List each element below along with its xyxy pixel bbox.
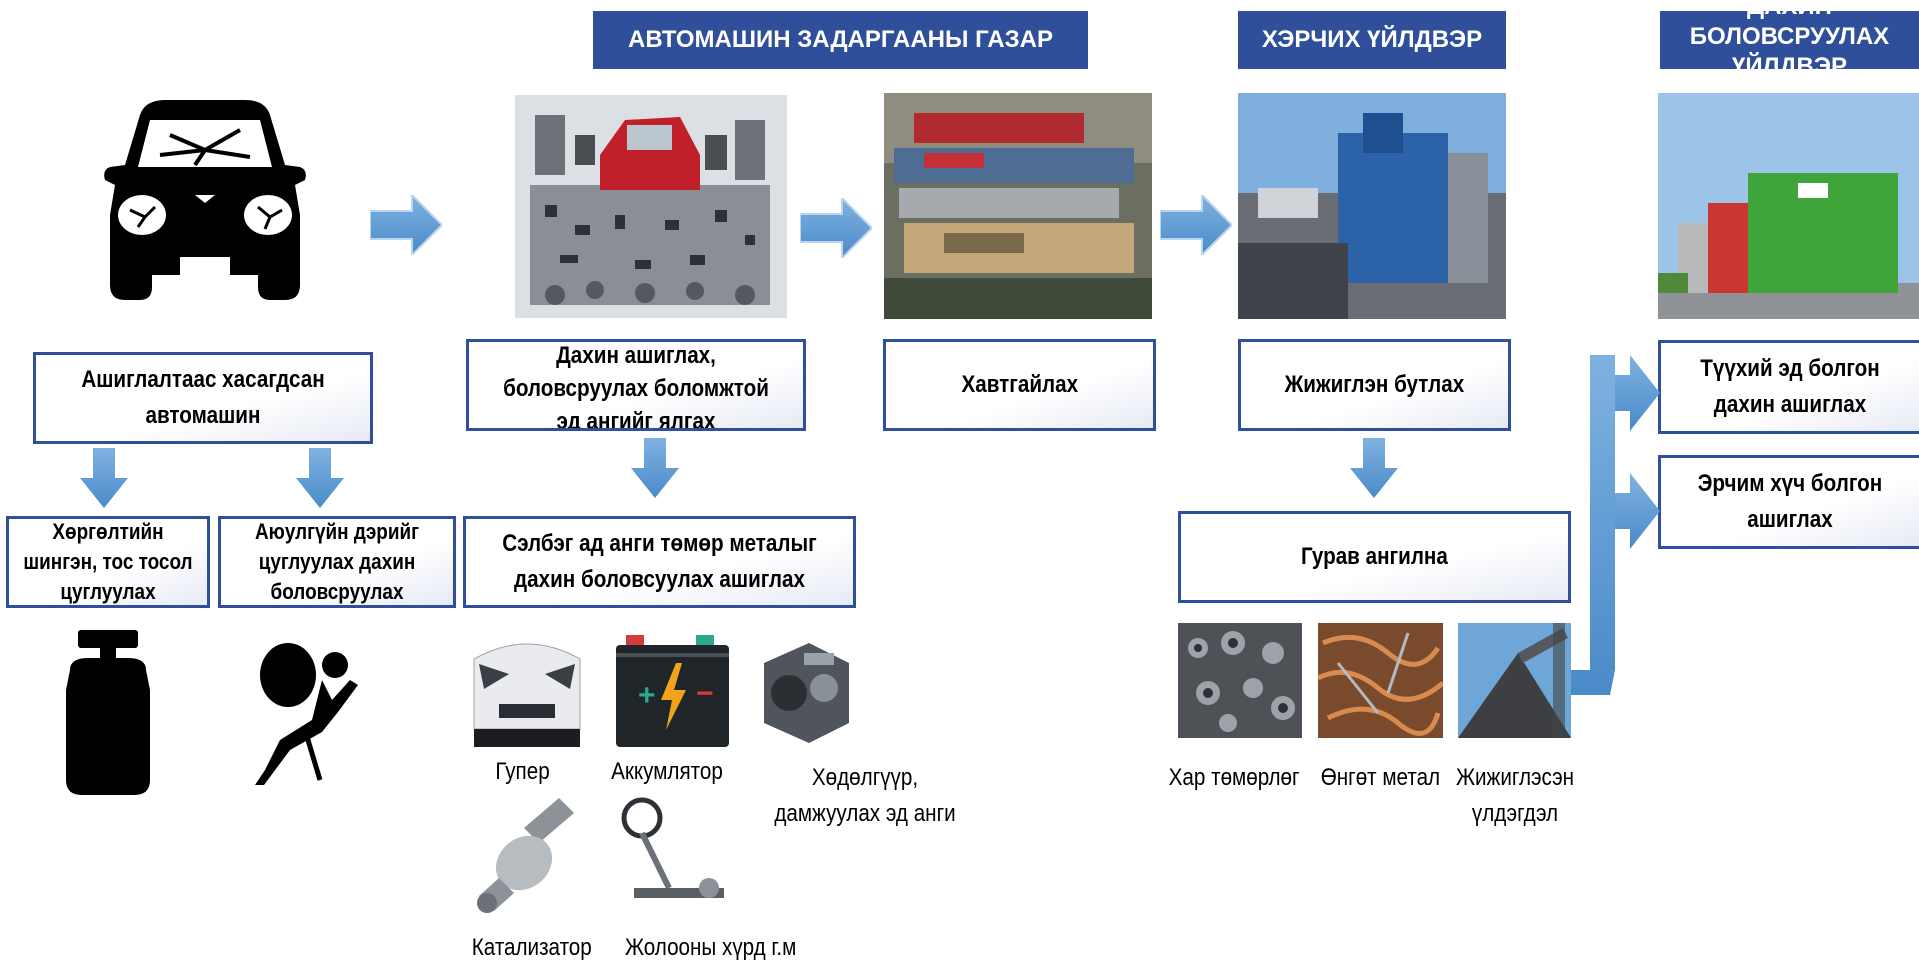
recycling-plant-photo: [1658, 93, 1919, 319]
crushed-cars-photo: [884, 93, 1152, 319]
box-airbag-collection: Аюулгүйн дэрийг цуглуулах дахин боловсру…: [218, 516, 456, 608]
arrow-down-4: [1350, 438, 1398, 498]
box-raw-material-reuse-text: Түүхий эд болгон дахин ашиглах: [1700, 355, 1880, 418]
branch-connector-arrows: [1570, 355, 1660, 695]
shredder-plant-photo: [1238, 93, 1506, 319]
engine-photo: [749, 633, 861, 750]
box-spare-parts-recycling: Сэлбэг ад анги төмөр металыг дахин болов…: [463, 516, 856, 608]
box-energy-use-text: Эрчим хүч болгон ашиглах: [1697, 470, 1883, 533]
box-end-of-life-vehicle: Ашиглалтаас хасагдсан автомашин: [33, 352, 373, 444]
gas-cylinder-icon: [58, 630, 158, 795]
car-parts-photo: [515, 95, 787, 318]
arrow-down-2: [296, 448, 344, 508]
header-recycling: ДАХИН БОЛОВСРУУЛАХ ҮЙЛДВЭР: [1660, 11, 1919, 69]
box-flatten-text: Хавтгайлах: [961, 371, 1078, 398]
arrow-down-3: [631, 438, 679, 498]
box-three-categories-text: Гурав ангилна: [1301, 543, 1448, 570]
svg-text:−: −: [696, 677, 714, 710]
caption-shredded-residue: Жижиглэсэн үлдэгдэл: [1455, 764, 1575, 827]
caption-ferrous: Хар төмөрлөг: [1169, 764, 1300, 791]
arrow-right-3: [1160, 195, 1232, 255]
caption-catalyst: Катализатор: [471, 934, 592, 961]
svg-text:+: +: [638, 679, 656, 712]
box-shred-text: Жижиглэн бутлах: [1284, 371, 1465, 398]
airbag-icon: [250, 640, 370, 785]
caption-steering: Жолооны хүрд г.м: [624, 934, 797, 961]
arrow-down-1: [80, 448, 128, 508]
battery-icon: + −: [616, 635, 729, 747]
box-airbag-collection-text: Аюулгүйн дэрийг цуглуулах дахин боловсру…: [255, 519, 419, 604]
caption-engine: Хөдөлгүүр, дамжуулах эд анги: [774, 764, 956, 827]
arrow-right-2: [800, 198, 872, 258]
box-flatten: Хавтгайлах: [883, 339, 1156, 431]
caption-nonferrous: Өнгөт метал: [1320, 764, 1440, 791]
caption-bumper: Гупер: [495, 758, 551, 785]
shredded-residue-photo: [1458, 623, 1571, 738]
header-recycling-text: ДАХИН БОЛОВСРУУЛАХ ҮЙЛДВЭР: [1689, 11, 1890, 69]
car-icon: [100, 95, 310, 320]
ferrous-metal-photo: [1178, 623, 1302, 738]
header-shredder: ХЭРЧИХ ҮЙЛДВЭР: [1238, 11, 1506, 69]
box-shred: Жижиглэн бутлах: [1238, 339, 1511, 431]
box-coolant-collection-text: Хөргөлтийн шингэн, тос тосол цуглуулах: [23, 519, 193, 604]
box-dismantle-reusable-text: Дахин ашиглах, боловсруулах боломжтой эд…: [503, 341, 769, 431]
caption-battery: Аккумлятор: [611, 758, 723, 785]
box-three-categories: Гурав ангилна: [1178, 511, 1571, 603]
arrow-right-1: [370, 195, 442, 255]
catalyst-photo: [469, 793, 585, 917]
box-spare-parts-recycling-text: Сэлбэг ад анги төмөр металыг дахин болов…: [502, 530, 817, 593]
box-dismantle-reusable: Дахин ашиглах, боловсруулах боломжтой эд…: [466, 339, 806, 431]
nonferrous-metal-photo: [1318, 623, 1443, 738]
bumper-photo: [469, 629, 585, 747]
header-dismantling: АВТОМАШИН ЗАДАРГААНЫ ГАЗАР: [593, 11, 1088, 69]
steering-photo: [614, 793, 732, 917]
box-coolant-collection: Хөргөлтийн шингэн, тос тосол цуглуулах: [6, 516, 210, 608]
box-energy-use: Эрчим хүч болгон ашиглах: [1658, 455, 1919, 549]
box-end-of-life-vehicle-text: Ашиглалтаас хасагдсан автомашин: [81, 366, 325, 429]
box-raw-material-reuse: Түүхий эд болгон дахин ашиглах: [1658, 340, 1919, 434]
